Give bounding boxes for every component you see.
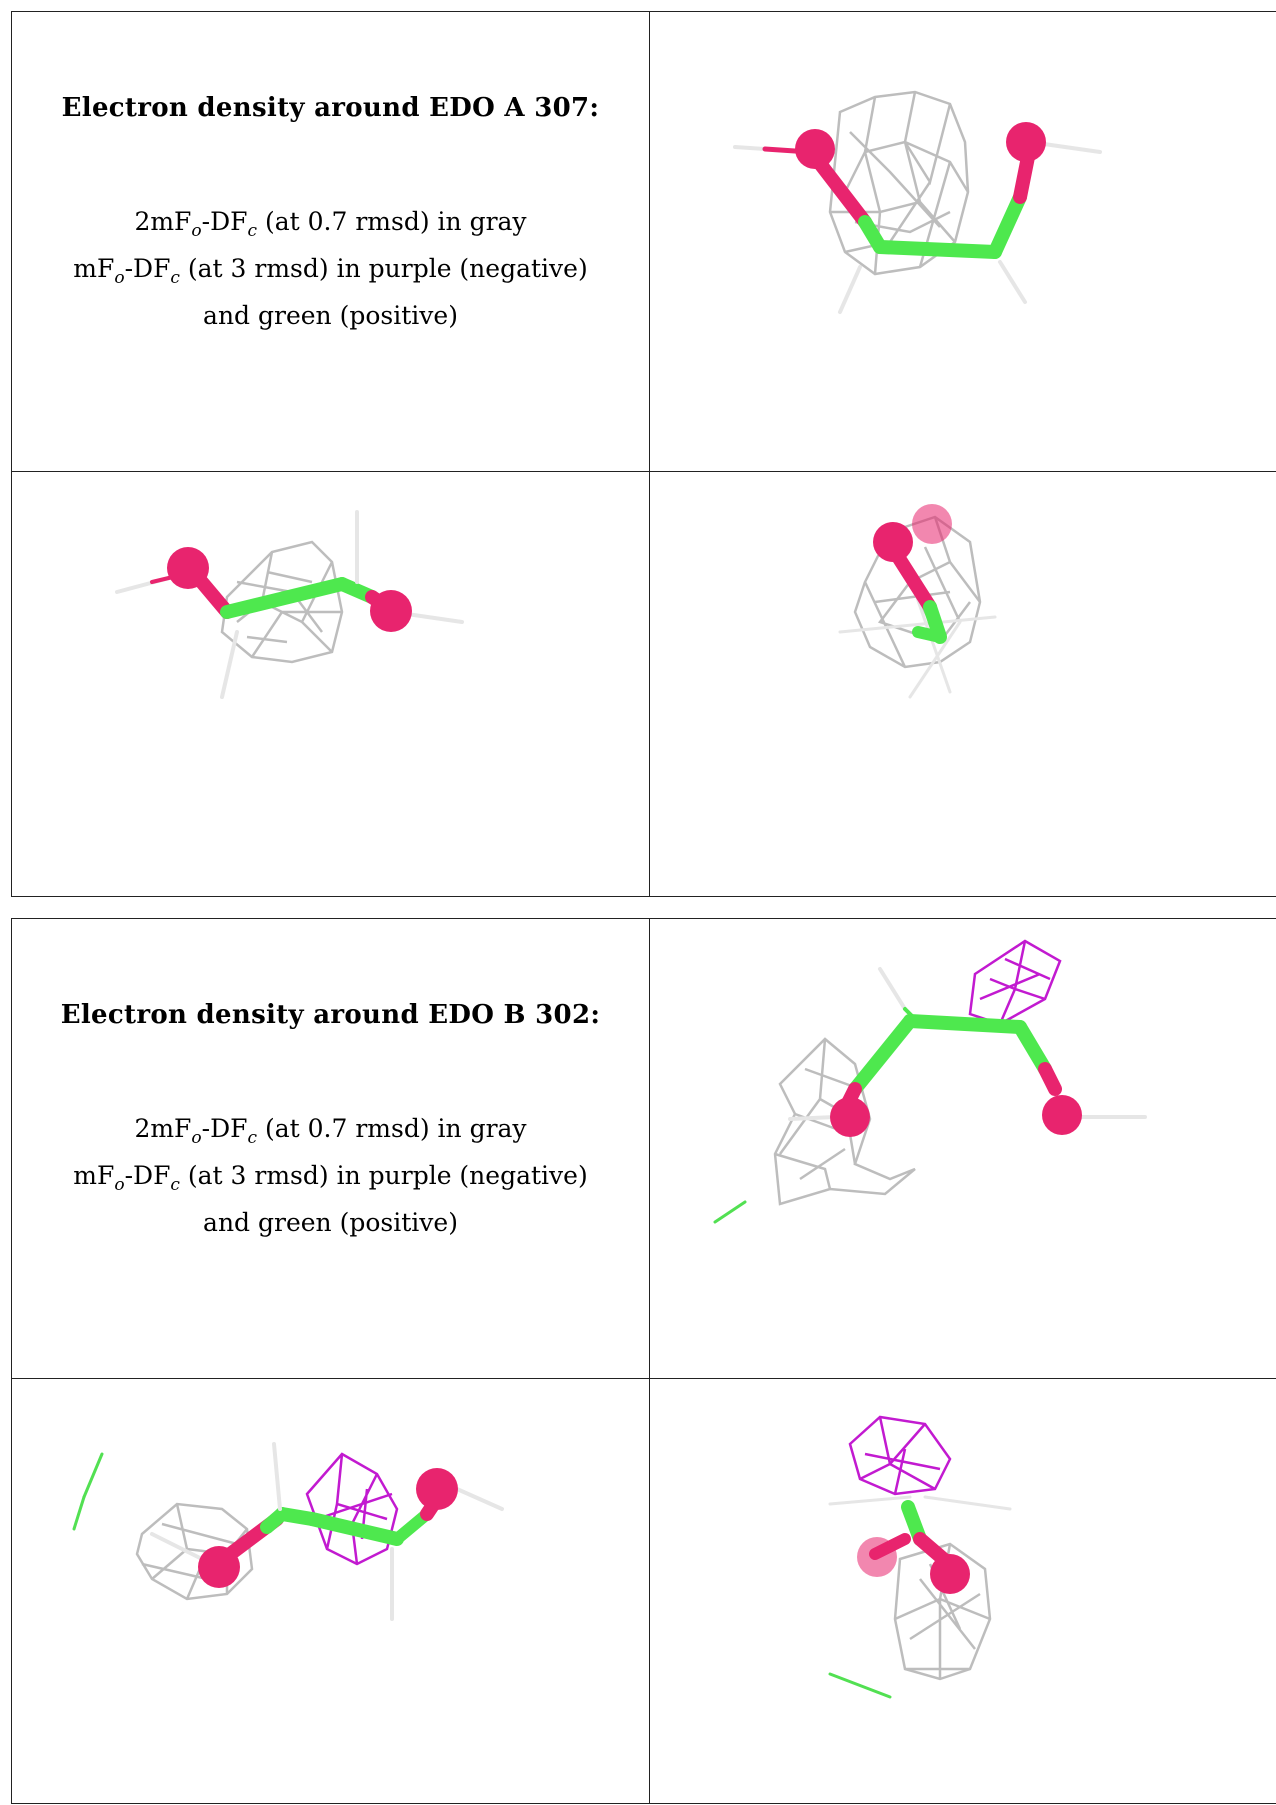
oxygen-atom [795, 129, 835, 169]
caption-cell: Electron density around EDO A 307: 2mFo-… [12, 12, 649, 471]
molecule-view-a3 [650, 472, 1276, 898]
molecule-view-b3 [650, 1379, 1276, 1805]
caption-cell: Electron density around EDO B 302: 2mFo-… [12, 919, 649, 1378]
panel-divider-vertical [649, 12, 650, 896]
edo-b-302-panel: Electron density around EDO B 302: 2mFo-… [11, 918, 1276, 1804]
oxygen-atom [370, 590, 412, 632]
oxygen-atom [912, 504, 952, 544]
legend-line-fofc: mFo-DFc (at 3 rmsd) in purple (negative) [73, 1161, 588, 1195]
oxygen-atom [1006, 122, 1046, 162]
molecule-render-a1-icon [733, 90, 1102, 314]
molecule-render-a2-icon [115, 510, 464, 699]
oxygen-atom [167, 547, 209, 589]
molecule-render-b3-icon [828, 1415, 1012, 1699]
legend-text: 2mFo-DFc (at 0.7 rmsd) in gray mFo-DFc (… [12, 1110, 649, 1242]
legend-text: 2mFo-DFc (at 0.7 rmsd) in gray mFo-DFc (… [12, 203, 649, 335]
panel-divider-horizontal [12, 1378, 1276, 1379]
molecule-render-b1-icon [713, 939, 1147, 1224]
molecule-view-a1 [650, 12, 1276, 471]
oxygen-atom [198, 1546, 240, 1588]
legend-line-positive: and green (positive) [203, 301, 458, 330]
molecule-render-a3-icon [838, 504, 997, 699]
legend-line-positive: and green (positive) [203, 1208, 458, 1237]
oxygen-atom [1042, 1095, 1082, 1135]
panel-title: Electron density around EDO A 307: [61, 93, 600, 123]
oxygen-atom [930, 1554, 970, 1594]
legend-line-2fofc: 2mFo-DFc (at 0.7 rmsd) in gray [134, 1114, 527, 1148]
panel-divider-horizontal [12, 471, 1276, 472]
molecule-view-b2 [12, 1379, 649, 1805]
oxygen-atom [857, 1537, 897, 1577]
molecule-view-b1 [650, 919, 1276, 1378]
panel-title: Electron density around EDO B 302: [60, 1000, 601, 1030]
oxygen-atom [830, 1097, 870, 1137]
panel-divider-vertical [649, 919, 650, 1803]
legend-line-fofc: mFo-DFc (at 3 rmsd) in purple (negative) [73, 254, 588, 288]
oxygen-atom [873, 522, 913, 562]
oxygen-atom [416, 1468, 458, 1510]
legend-line-2fofc: 2mFo-DFc (at 0.7 rmsd) in gray [134, 207, 527, 241]
molecule-render-b2-icon [72, 1442, 504, 1621]
edo-a-307-panel: Electron density around EDO A 307: 2mFo-… [11, 11, 1276, 897]
molecule-view-a2 [12, 472, 649, 898]
